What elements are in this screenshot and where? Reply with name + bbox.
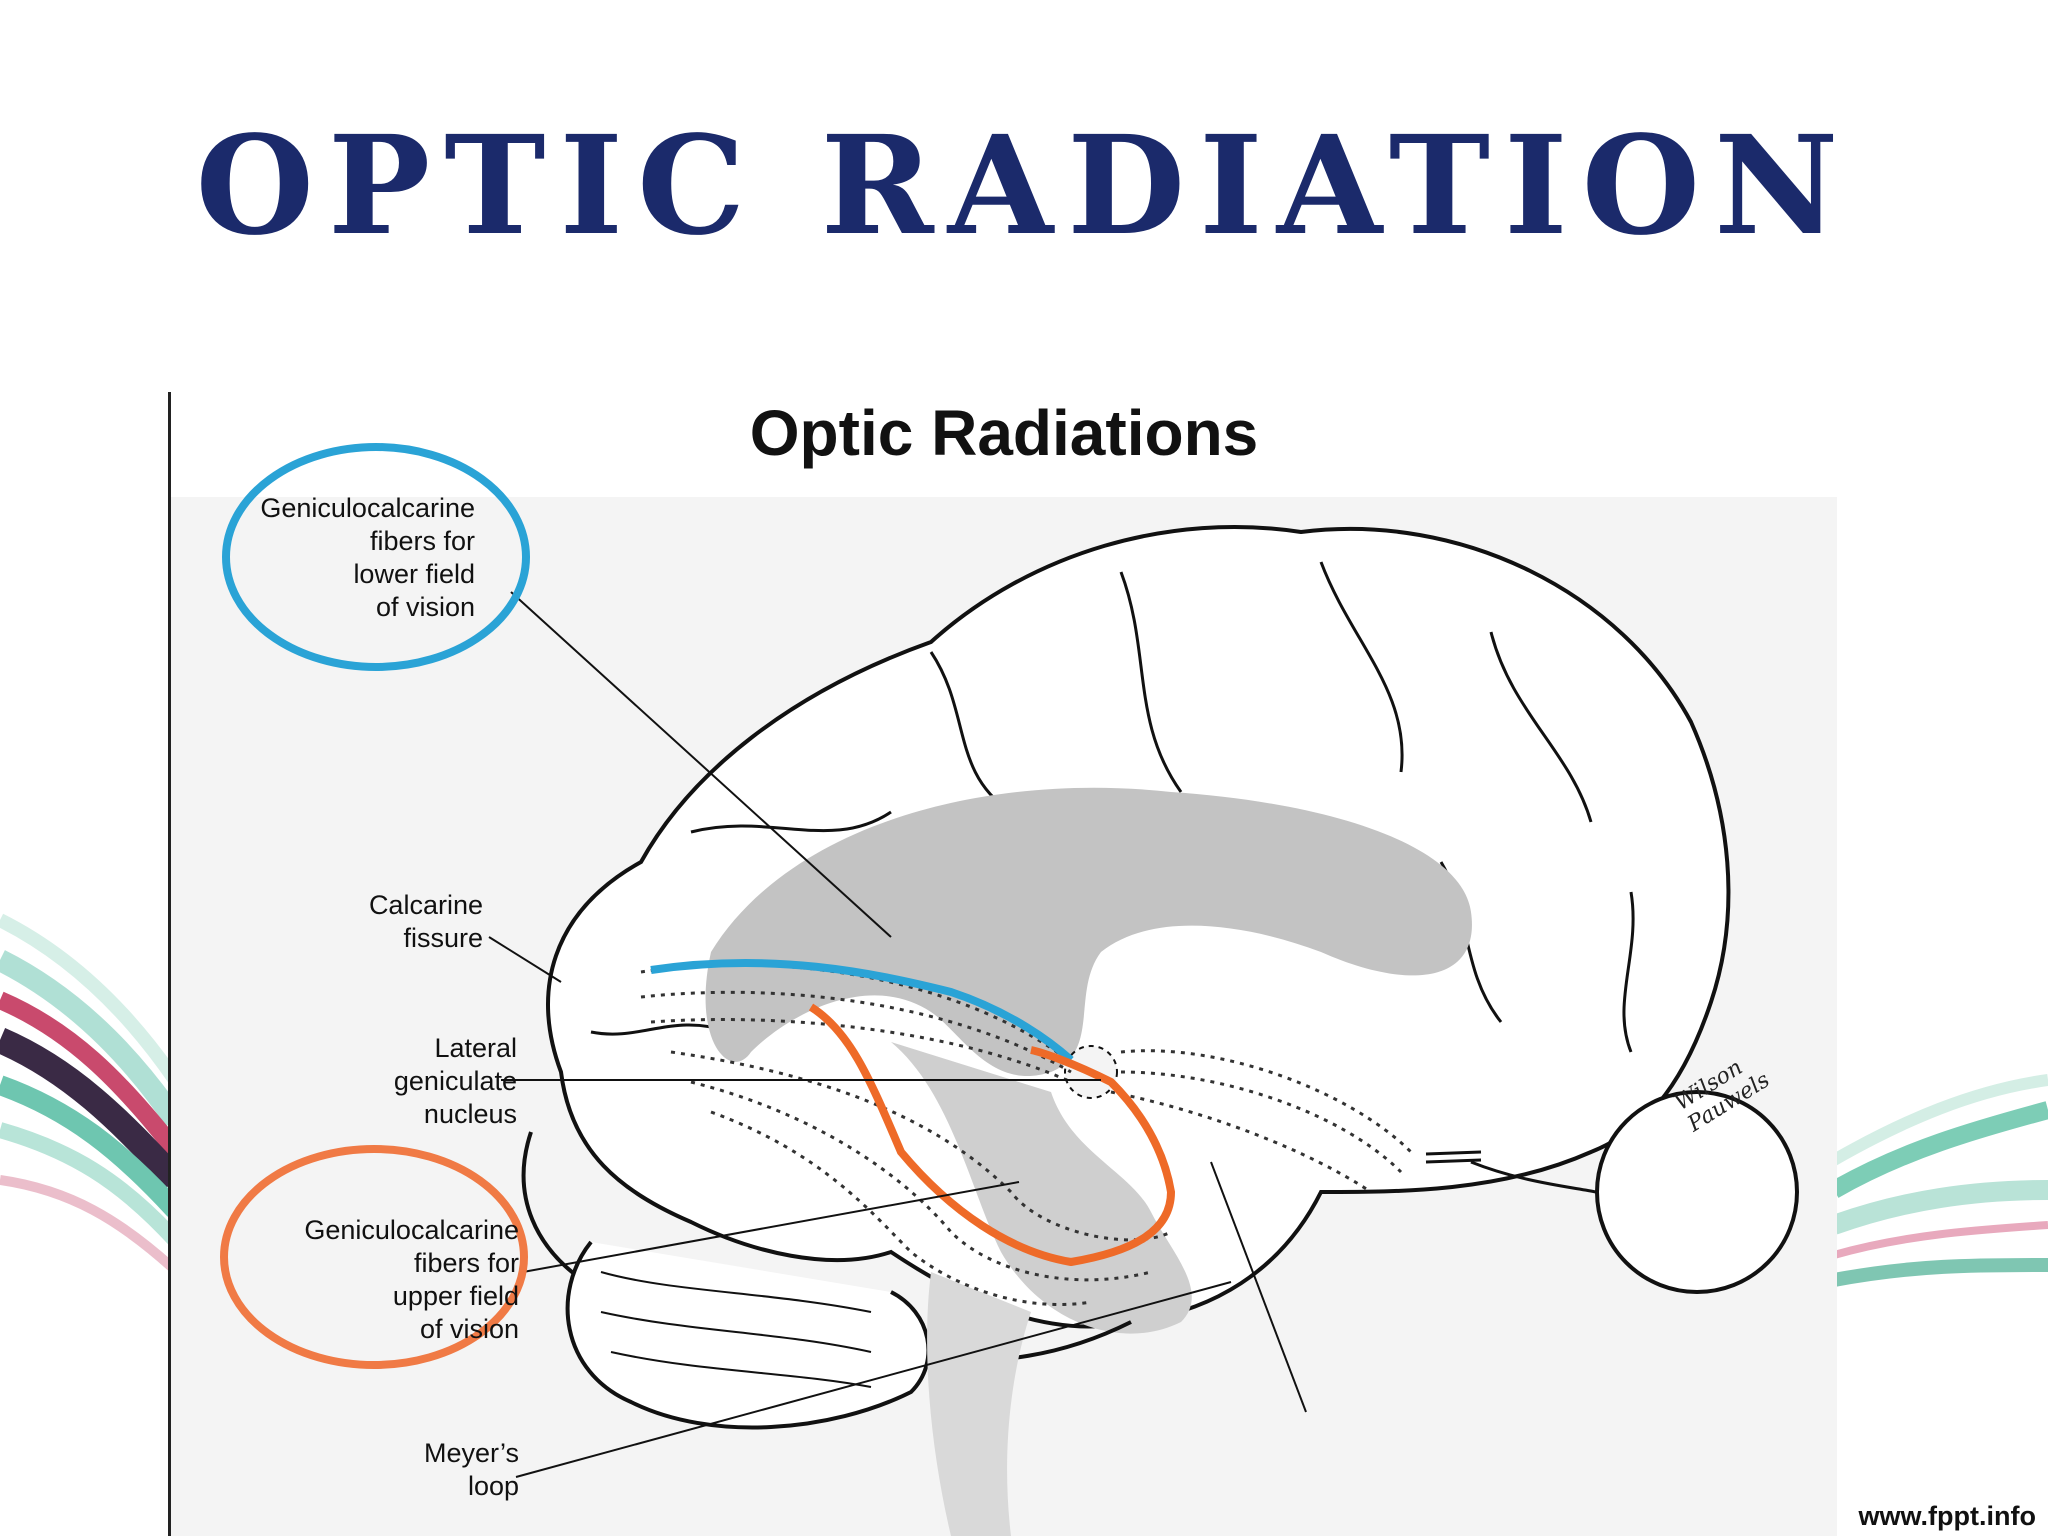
label-lower-field-fibers: Geniculocalcarine fibers for lower field… (260, 493, 475, 622)
label-meyers-loop: Meyer’s loop (423, 1438, 519, 1501)
leader-lines (488, 591, 1307, 1478)
brain-illustration (488, 525, 1799, 1536)
label-lateral-geniculate-nucleus: Lateral geniculate nucleus (393, 1033, 517, 1129)
upper-field-highlight-ring (220, 1145, 528, 1369)
footer-site[interactable]: www.fppt.info (1858, 1501, 2036, 1531)
brainstem (927, 1272, 1031, 1536)
figure-title: Optic Radiations (171, 392, 1837, 497)
eyeball (1595, 1090, 1799, 1294)
cerebellum (565, 1240, 931, 1430)
label-calcarine-fissure: Calcarine fissure (368, 890, 483, 953)
left-wave-decoration (0, 913, 175, 1274)
right-wave-decoration (1834, 1074, 2048, 1287)
lower-field-tract (650, 958, 1074, 1063)
slide-title: OPTIC RADIATION (195, 106, 1853, 266)
optic-radiations-figure: Optic Radiations (168, 392, 1837, 1536)
optic-radiation-fibers (640, 963, 1413, 1306)
lower-field-highlight-ring (222, 443, 530, 671)
lateral-ventricle (705, 787, 1472, 1077)
label-upper-field-fibers: Geniculocalcarine fibers for upper field… (304, 1215, 519, 1344)
upper-field-tract (808, 1003, 1176, 1267)
